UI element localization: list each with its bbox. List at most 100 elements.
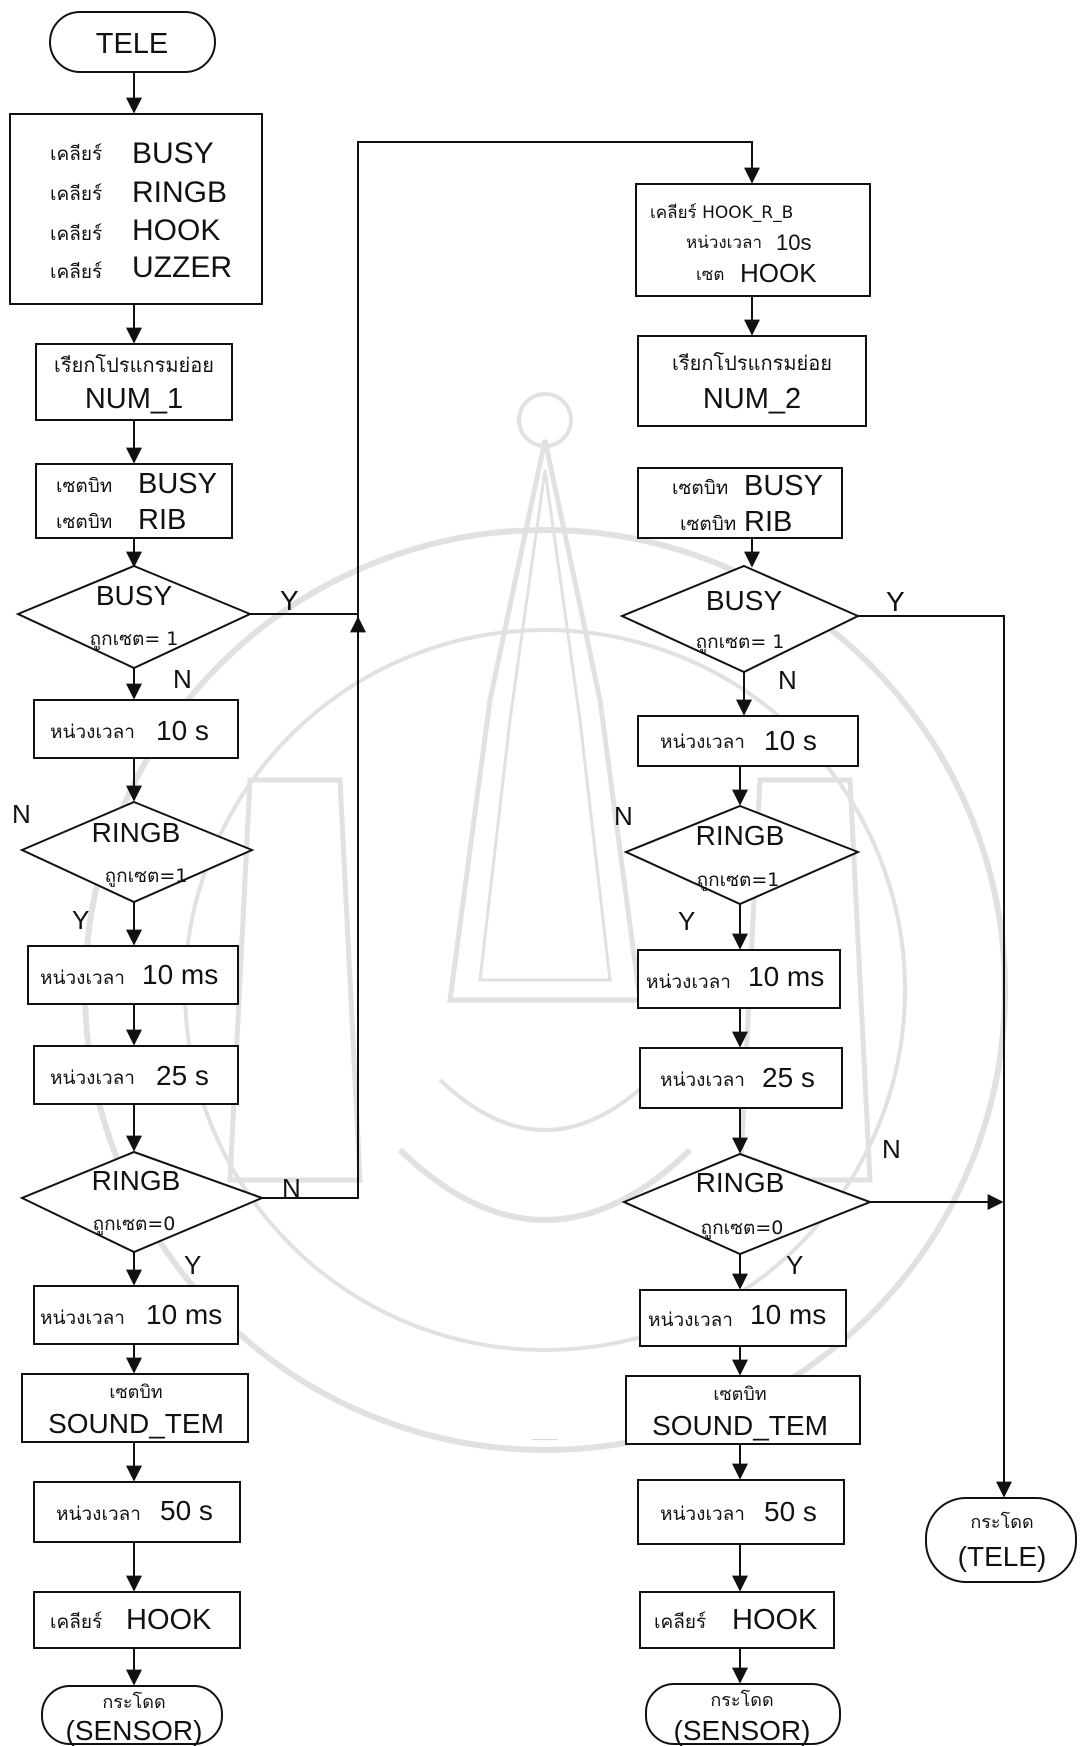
delay-10ms-box: หน่วงเวลา 10 ms xyxy=(27,945,239,1005)
svg-text:(SENSOR): (SENSOR) xyxy=(66,1715,203,1746)
start-terminal: TELE xyxy=(49,11,216,73)
svg-text:กระโดด: กระโดด xyxy=(102,1691,165,1713)
svg-text:HOOK: HOOK xyxy=(132,214,220,247)
svg-text:ถูกเซต=1: ถูกเซต=1 xyxy=(105,865,188,887)
jump-tele-terminal: กระโดด (TELE) xyxy=(925,1497,1077,1583)
svg-text:(TELE): (TELE) xyxy=(958,1541,1047,1572)
set-sound-box-2: เซตบิท SOUND_TEM xyxy=(625,1375,861,1445)
delay-25s-box-2: หน่วงเวลา 25 s xyxy=(639,1047,843,1109)
svg-text:SOUND_TEM: SOUND_TEM xyxy=(652,1410,828,1441)
svg-text:เซตบิท: เซตบิท xyxy=(109,1382,162,1403)
delay-25s-box: หน่วงเวลา 25 s xyxy=(33,1045,239,1105)
clear-flags-box: เคลียร์ BUSY เคลียร์ RINGB เคลียร์ HOOK … xyxy=(9,113,263,305)
svg-text:หน่วงเวลา: หน่วงเวลา xyxy=(40,1307,125,1329)
svg-text:50 s: 50 s xyxy=(764,1496,817,1527)
svg-text:RINGB: RINGB xyxy=(132,176,227,209)
svg-text:Y: Y xyxy=(280,585,299,616)
svg-text:10 ms: 10 ms xyxy=(750,1299,826,1330)
svg-text:10 ms: 10 ms xyxy=(142,959,218,990)
svg-text:หน่วงเวลา: หน่วงเวลา xyxy=(646,971,731,993)
svg-text:ถูกเซต=0: ถูกเซต=0 xyxy=(93,1213,176,1235)
svg-text:N: N xyxy=(282,1173,301,1203)
svg-text:UZZER: UZZER xyxy=(132,251,232,284)
set-sound-box: เซตบิท SOUND_TEM xyxy=(21,1373,249,1443)
svg-text:ถูกเซต= 1: ถูกเซต= 1 xyxy=(696,631,785,653)
svg-text:10 ms: 10 ms xyxy=(146,1299,222,1330)
svg-text:25 s: 25 s xyxy=(156,1060,209,1091)
svg-text:N: N xyxy=(882,1134,901,1164)
left-branch-lines xyxy=(250,141,760,1199)
svg-text:N: N xyxy=(12,799,31,829)
svg-text:10 s: 10 s xyxy=(156,715,209,746)
svg-text:เซต: เซต xyxy=(696,265,724,285)
svg-text:NUM_2: NUM_2 xyxy=(703,383,801,415)
svg-text:BUSY: BUSY xyxy=(706,585,783,616)
svg-text:หน่วงเวลา: หน่วงเวลา xyxy=(660,1503,745,1525)
svg-text:(SENSOR): (SENSOR) xyxy=(674,1715,811,1746)
setbits-box-2: เซตบิท BUSY เซตบิท RIB xyxy=(637,467,843,539)
svg-text:Y: Y xyxy=(678,906,695,936)
svg-text:RINGB: RINGB xyxy=(696,820,785,851)
svg-text:กระโดด: กระโดด xyxy=(970,1511,1033,1533)
svg-text:หน่วงเวลา: หน่วงเวลา xyxy=(50,1067,135,1089)
delay-50s-box-2: หน่วงเวลา 50 s xyxy=(637,1479,845,1545)
svg-text:หน่วงเวลา: หน่วงเวลา xyxy=(56,1503,141,1525)
svg-text:Y: Y xyxy=(886,586,905,617)
delay-50s-box: หน่วงเวลา 50 s xyxy=(33,1481,241,1543)
svg-text:ถูกเซต=0: ถูกเซต=0 xyxy=(701,1217,784,1239)
svg-text:HOOK: HOOK xyxy=(740,258,817,288)
svg-text:เคลียร์: เคลียร์ xyxy=(50,143,102,165)
ringb1-decision: RINGB ถูกเซต=1 N Y xyxy=(12,799,255,935)
svg-text:กระโดด: กระโดด xyxy=(710,1689,773,1711)
svg-text:10 ms: 10 ms xyxy=(748,961,824,992)
delay-10s-box: หน่วงเวลา 10 s xyxy=(33,699,239,759)
svg-text:25 s: 25 s xyxy=(762,1062,815,1093)
svg-text:เซตบิท: เซตบิท xyxy=(56,475,112,497)
svg-text:เคลียร์ HOOK_R_B: เคลียร์ HOOK_R_B xyxy=(650,203,793,223)
svg-text:Y: Y xyxy=(786,1250,803,1280)
setbits-box: เซตบิท BUSY เซตบิท RIB xyxy=(35,463,233,539)
svg-text:RIB: RIB xyxy=(744,506,792,538)
delay-10ms-box-2: หน่วงเวลา 10 ms xyxy=(33,1285,239,1345)
svg-text:HOOK: HOOK xyxy=(126,1604,212,1636)
svg-text:เคลียร์: เคลียร์ xyxy=(50,223,102,245)
svg-text:N: N xyxy=(778,665,797,695)
svg-text:ถูกเซต=1: ถูกเซต=1 xyxy=(697,869,780,891)
svg-text:RINGB: RINGB xyxy=(92,1165,181,1196)
delay-10ms-box-3: หน่วงเวลา 10 ms xyxy=(637,949,841,1009)
svg-text:เรียกโปรแกรมย่อย: เรียกโปรแกรมย่อย xyxy=(672,351,832,375)
svg-text:N: N xyxy=(173,664,192,694)
delay-10ms-box-4: หน่วงเวลา 10 ms xyxy=(639,1289,847,1347)
svg-text:Y: Y xyxy=(184,1250,201,1280)
svg-text:เซตบิท: เซตบิท xyxy=(56,511,112,533)
svg-text:N: N xyxy=(614,801,633,831)
svg-text:เคลียร์: เคลียร์ xyxy=(654,1611,706,1633)
svg-text:หน่วงเวลา: หน่วงเวลา xyxy=(50,721,135,743)
svg-text:ถูกเซต= 1: ถูกเซต= 1 xyxy=(90,628,179,650)
clear-hook-box-2: เคลียร์ HOOK xyxy=(639,1591,835,1649)
svg-text:BUSY: BUSY xyxy=(744,470,823,502)
svg-text:RINGB: RINGB xyxy=(696,1167,785,1198)
svg-text:10 s: 10 s xyxy=(764,725,817,756)
left-flow: TELE เคลียร์ BUSY เคลียร์ RINGB เคลียร์ … xyxy=(9,11,301,1746)
svg-text:BUSY: BUSY xyxy=(132,137,214,170)
svg-text:หน่วงเวลา: หน่วงเวลา xyxy=(660,731,745,753)
svg-text:หน่วงเวลา: หน่วงเวลา xyxy=(660,1069,745,1091)
svg-text:Y: Y xyxy=(72,905,89,935)
svg-text:RINGB: RINGB xyxy=(92,817,181,848)
svg-text:50 s: 50 s xyxy=(160,1495,213,1526)
svg-text:เคลียร์: เคลียร์ xyxy=(50,183,102,205)
svg-text:เซตบิท: เซตบิท xyxy=(672,477,728,499)
call-num2-box: เรียกโปรแกรมย่อย NUM_2 xyxy=(637,335,867,427)
svg-text:TELE: TELE xyxy=(96,28,169,60)
busy-decision-2: BUSY ถูกเซต= 1 Y N xyxy=(619,564,905,695)
svg-text:RIB: RIB xyxy=(138,504,186,536)
svg-text:เรียกโปรแกรมย่อย: เรียกโปรแกรมย่อย xyxy=(54,353,214,377)
end-terminal-sensor: กระโดด (SENSOR) xyxy=(41,1685,223,1746)
watermark-text: มหาวิทยาลัยเทคโนโลยีพระจอมเกล้าเจ้าคุณทห… xyxy=(532,1438,558,1442)
end-terminal-sensor-2: กระโดด (SENSOR) xyxy=(645,1683,841,1746)
svg-text:เคลียร์: เคลียร์ xyxy=(50,1611,102,1633)
clear-hook-box: เคลียร์ HOOK xyxy=(33,1591,241,1649)
